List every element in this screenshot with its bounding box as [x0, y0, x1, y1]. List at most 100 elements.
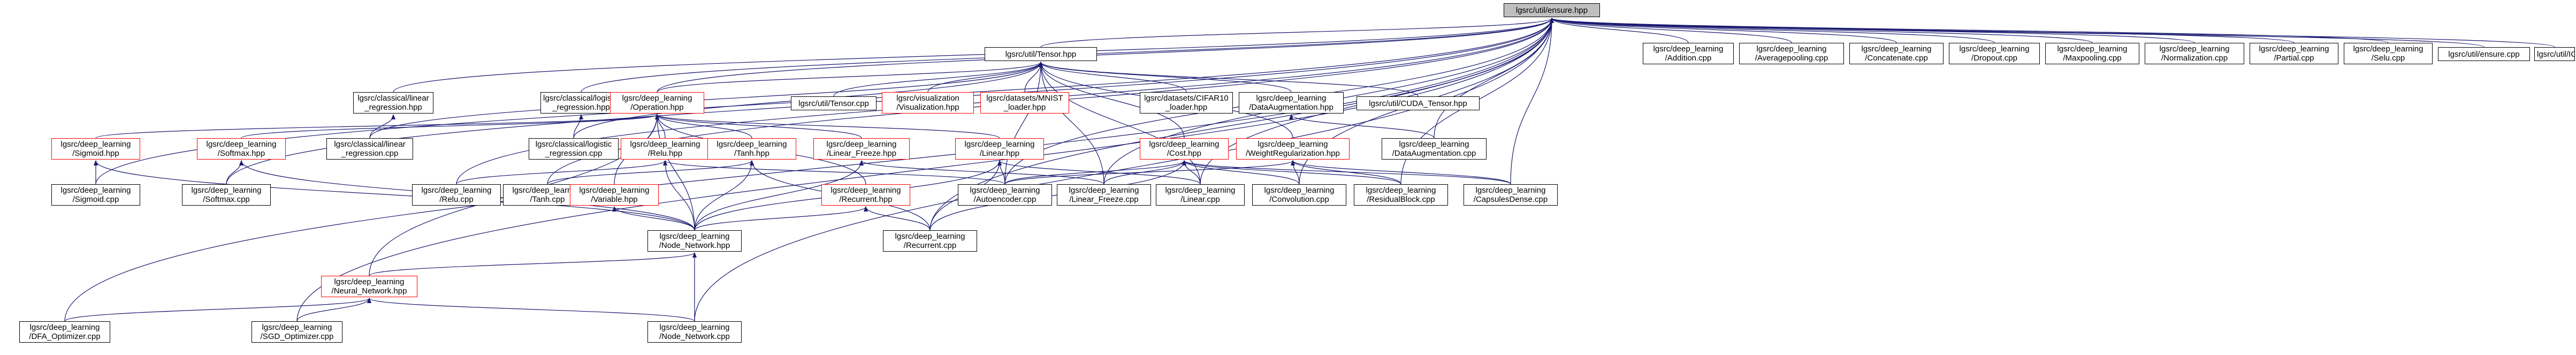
edge-linear_freeze_hpp-node_network_hpp [694, 160, 864, 231]
edge-relu_hpp-autoencoder_cpp [663, 160, 1005, 185]
node-label-line: lgsrc/deep_learning [421, 186, 492, 195]
node-label-line: lgsrc/classical/logistic [535, 140, 612, 149]
node-linear-hpp[interactable]: lgsrc/deep_learning/Linear.hpp [955, 138, 1044, 160]
node-label-line: lgsrc/datasets/CIFAR10 [1144, 94, 1229, 103]
edge-recurrent_hpp-recurrent_cpp [864, 206, 931, 231]
node-label-line: lgsrc/util/ensure.hpp [1515, 5, 1588, 15]
node-relu-hpp[interactable]: lgsrc/deep_learning/Relu.hpp [621, 138, 710, 160]
node-cuda-tensor[interactable]: lgsrc/util/CUDA_Tensor.hpp [1356, 96, 1480, 110]
node-recurrent-hpp[interactable]: lgsrc/deep_learning/Recurrent.hpp [821, 184, 910, 206]
node-lin-reg-cpp[interactable]: lgsrc/classical/linear_regression.cpp [326, 138, 413, 160]
node-label-line: lgsrc/deep_learning [1756, 44, 1827, 54]
node-relu-cpp[interactable]: lgsrc/deep_learning/Relu.cpp [412, 184, 501, 206]
node-label-line: /Sigmoid.cpp [72, 195, 119, 204]
node-ensure-cpp[interactable]: lgsrc/util/ensure.cpp [2438, 47, 2530, 61]
node-weightreg-hpp[interactable]: lgsrc/deep_learning/WeightRegularization… [1236, 138, 1350, 160]
node-label-line: /Visualization.hpp [896, 103, 959, 112]
node-label-line: /Operation.hpp [630, 103, 684, 112]
edge-operation-softmax_hpp [241, 114, 659, 139]
node-linear-freeze-hpp[interactable]: lgsrc/deep_learning/Linear_Freeze.hpp [813, 138, 910, 160]
node-softmax-hpp[interactable]: lgsrc/deep_learning/Softmax.hpp [197, 138, 286, 160]
node-convolution-cpp[interactable]: lgsrc/deep_learning/Convolution.cpp [1252, 184, 1346, 206]
node-tensor-cpp[interactable]: lgsrc/util/Tensor.cpp [791, 96, 877, 110]
node-partial[interactable]: lgsrc/deep_learning/Partial.cpp [2250, 43, 2338, 64]
node-operation[interactable]: lgsrc/deep_learning/Operation.hpp [610, 92, 704, 114]
node-tanh-hpp[interactable]: lgsrc/deep_learning/Tanh.hpp [707, 138, 796, 160]
edge-tanh_hpp-tanh_cpp [547, 160, 754, 185]
node-cost-hpp[interactable]: lgsrc/deep_learning/Cost.hpp [1140, 138, 1229, 160]
node-dfa-optimizer[interactable]: lgsrc/deep_learning/DFA_Optimizer.cpp [19, 321, 110, 343]
node-variable-hpp[interactable]: lgsrc/deep_learning/Variable.hpp [570, 184, 659, 206]
edge-root-averagepooling [1550, 18, 1792, 43]
node-label-line: /Linear.cpp [1180, 195, 1220, 204]
node-tensor-hpp[interactable]: lgsrc/util/Tensor.hpp [985, 47, 1097, 61]
node-label-line: lgsrc/deep_learning [60, 140, 131, 149]
node-recurrent-cpp[interactable]: lgsrc/deep_learning/Recurrent.cpp [883, 230, 977, 252]
edge-neural_network_hpp-sgd_optimizer [296, 298, 371, 322]
node-label-line: lgsrc/deep_learning [1399, 140, 1469, 149]
node-label-line: lgsrc/deep_learning [970, 186, 1040, 195]
edge-lin_reg_hpp-lin_reg_cpp [369, 114, 395, 139]
node-autoencoder-cpp[interactable]: lgsrc/deep_learning/Autoencoder.cpp [958, 184, 1052, 206]
edge-tensor_hpp-cost_hpp [1039, 62, 1185, 139]
node-concatenate[interactable]: lgsrc/deep_learning/Concatenate.cpp [1849, 43, 1944, 64]
node-averagepooling[interactable]: lgsrc/deep_learning/Averagepooling.cpp [1739, 43, 1844, 64]
node-iodata[interactable]: lgsrc/util/IOData.cpp [2534, 47, 2575, 61]
edge-root-node_network_cpp [694, 18, 1554, 322]
node-label-line: lgsrc/visualization [896, 94, 959, 103]
node-label-line: /Variable.hpp [591, 195, 638, 204]
node-label-line: lgsrc/deep_learning [717, 140, 787, 149]
edge-root-selu [1550, 18, 2389, 43]
node-label-line: /Relu.cpp [439, 195, 474, 204]
node-label-line: /Linear.hpp [979, 149, 1020, 158]
node-linear-freeze-cpp[interactable]: lgsrc/deep_learning/Linear_Freeze.cpp [1057, 184, 1151, 206]
edge-operation-tanh_hpp [655, 114, 752, 139]
node-label-line: /Linear_Freeze.hpp [826, 149, 897, 158]
node-label-line: _regression.hpp [364, 103, 422, 112]
node-cifar[interactable]: lgsrc/datasets/CIFAR10_loader.hpp [1140, 92, 1233, 114]
node-sgd-optimizer[interactable]: lgsrc/deep_learning/SGD_Optimizer.cpp [251, 321, 342, 343]
node-data-aug-cpp[interactable]: lgsrc/deep_learning/DataAugmentation.cpp [1382, 138, 1487, 160]
node-linear-cpp[interactable]: lgsrc/deep_learning/Linear.cpp [1156, 184, 1245, 206]
edge-sigmoid_hpp-node_network_hpp [94, 160, 695, 231]
node-visualization[interactable]: lgsrc/visualization/Visualization.hpp [882, 92, 974, 114]
node-neural-network-hpp[interactable]: lgsrc/deep_learning/Neural_Network.hpp [321, 276, 417, 297]
node-label-line: /SGD_Optimizer.cpp [260, 332, 334, 341]
node-selu[interactable]: lgsrc/deep_learning/Selu.cpp [2344, 43, 2433, 64]
node-label-line: lgsrc/deep_learning [895, 232, 965, 241]
node-log-reg-hpp[interactable]: lgsrc/classical/logistic_regression.hpp [540, 92, 622, 114]
node-label-line: lgsrc/deep_learning [1256, 94, 1327, 103]
node-label-line: /Neural_Network.hpp [331, 286, 407, 296]
node-node-network-cpp[interactable]: lgsrc/deep_learning/Node_Network.cpp [647, 321, 742, 343]
edge-cost_hpp-capsulesdense_cpp [1182, 160, 1511, 185]
node-data-aug-hpp[interactable]: lgsrc/deep_learning/DataAugmentation.hpp [1239, 92, 1344, 114]
edge-cost_hpp-convolution_cpp [1182, 160, 1300, 185]
node-residualblock-cpp[interactable]: lgsrc/deep_learning/ResidualBlock.cpp [1354, 184, 1448, 206]
node-root[interactable]: lgsrc/util/ensure.hpp [1504, 3, 1600, 17]
edge-relu_hpp-relu_cpp [456, 160, 667, 185]
node-dropout[interactable]: lgsrc/deep_learning/Dropout.cpp [1949, 43, 2040, 64]
node-maxpooling[interactable]: lgsrc/deep_learning/Maxpooling.cpp [2045, 43, 2139, 64]
node-capsulesdense-cpp[interactable]: lgsrc/deep_learning/CapsulesDense.cpp [1464, 184, 1558, 206]
node-label-line: lgsrc/deep_learning [60, 186, 131, 195]
node-sigmoid-cpp[interactable]: lgsrc/deep_learning/Sigmoid.cpp [51, 184, 140, 206]
edge-weightreg_hpp-residualblock_cpp [1291, 160, 1401, 185]
node-addition[interactable]: lgsrc/deep_learning/Addition.cpp [1643, 43, 1734, 64]
node-lin-reg-hpp[interactable]: lgsrc/classical/linear_regression.hpp [353, 92, 433, 114]
node-label-line: /Selu.cpp [2371, 54, 2405, 63]
edge-root-addition [1550, 18, 1689, 43]
node-sigmoid-hpp[interactable]: lgsrc/deep_learning/Sigmoid.hpp [51, 138, 140, 160]
node-mnist[interactable]: lgsrc/datasets/MNIST_loader.hpp [980, 92, 1069, 114]
node-label-line: lgsrc/deep_learning [622, 94, 692, 103]
node-label-line: lgsrc/deep_learning [630, 140, 700, 149]
edge-root-iodata [1550, 18, 2555, 48]
edge-tensor_hpp-linear_freeze_cpp [1039, 62, 1104, 185]
node-softmax-cpp[interactable]: lgsrc/deep_learning/Softmax.cpp [182, 184, 271, 206]
edge-root-maxpooling [1550, 18, 2093, 43]
node-log-reg-cpp[interactable]: lgsrc/classical/logistic_regression.cpp [529, 138, 619, 160]
node-node-network-hpp[interactable]: lgsrc/deep_learning/Node_Network.hpp [647, 230, 742, 252]
node-label-line: lgsrc/deep_learning [512, 186, 583, 195]
node-label-line: lgsrc/deep_learning [1069, 186, 1139, 195]
node-label-line: lgsrc/deep_learning [826, 140, 897, 149]
node-normalization[interactable]: lgsrc/deep_learning/Normalization.cpp [2145, 43, 2244, 64]
